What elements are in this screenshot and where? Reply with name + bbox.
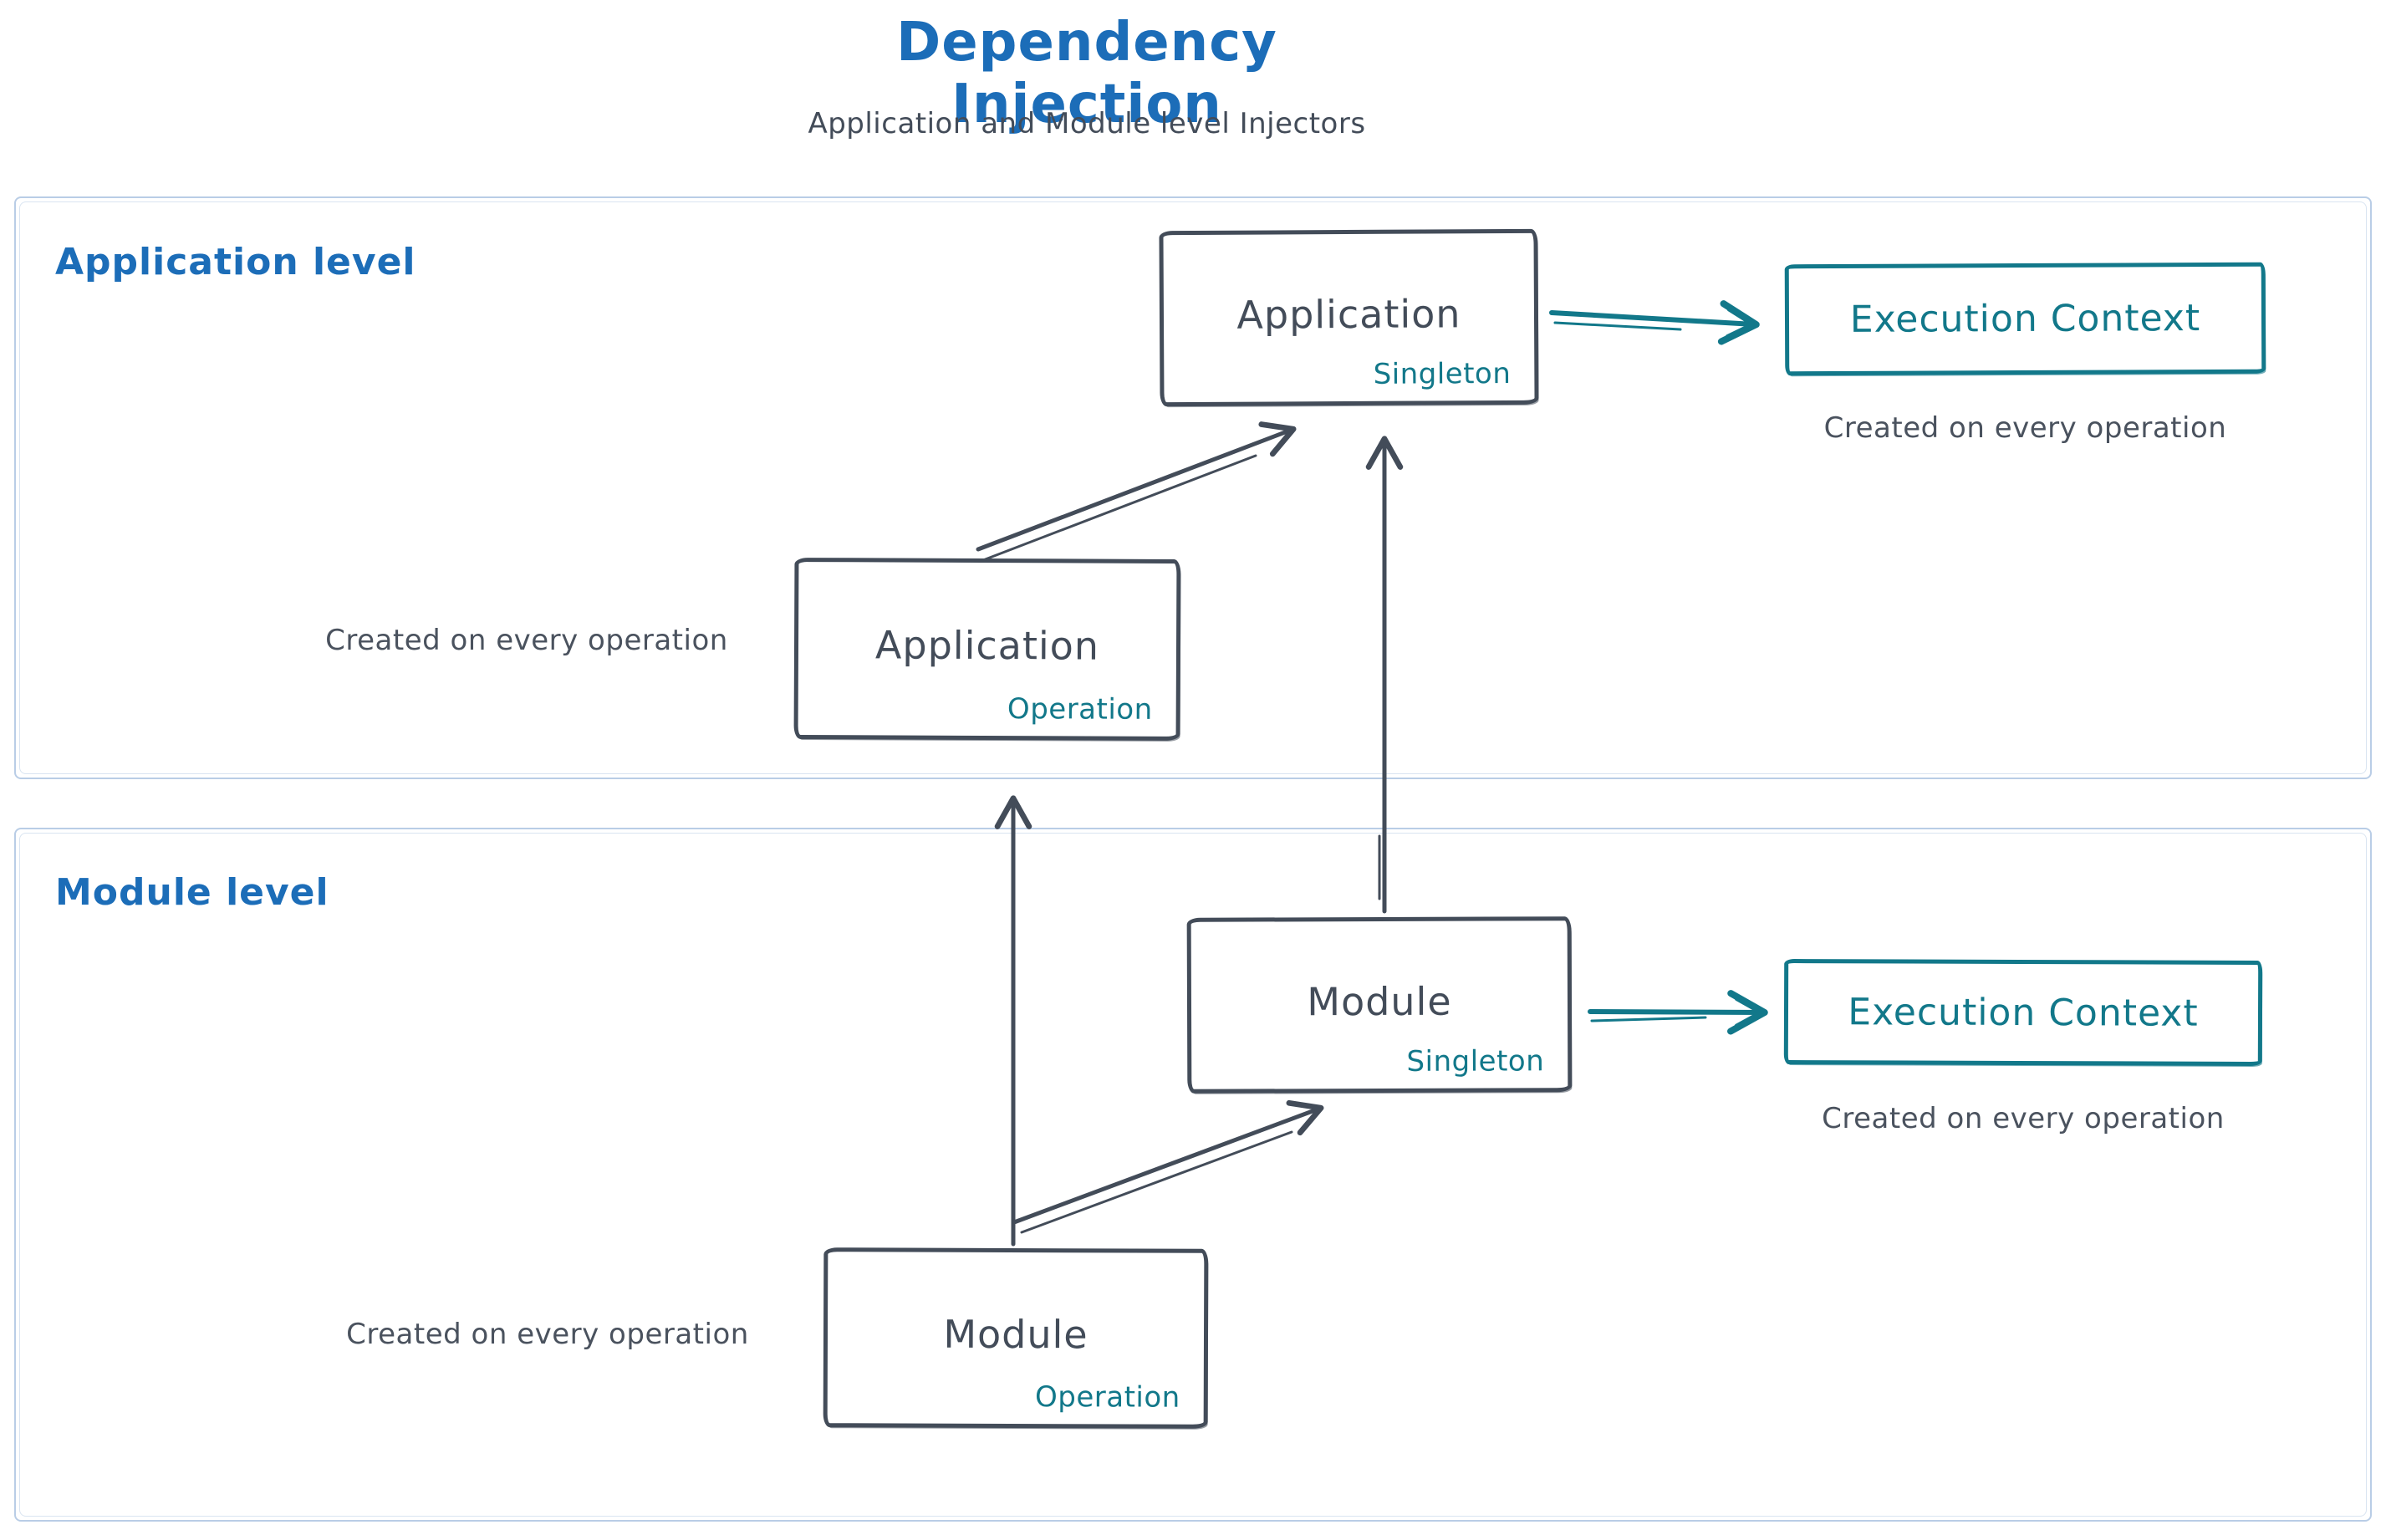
application-execution-context-box: Execution Context [1784, 262, 2266, 376]
module-singleton-title: Module [1307, 978, 1452, 1025]
application-operation-note: Created on every operation [325, 624, 728, 657]
module-level-label: Module level [55, 871, 329, 914]
module-execution-context-note: Created on every operation [1822, 1102, 2225, 1135]
module-operation-title: Module [943, 1312, 1088, 1358]
module-execution-context-label: Execution Context [1848, 990, 2199, 1035]
module-singleton-box: Module Singleton [1186, 916, 1573, 1094]
application-execution-context-label: Execution Context [1849, 297, 2201, 341]
module-operation-scope: Operation [1034, 1380, 1180, 1415]
application-singleton-scope: Singleton [1373, 356, 1512, 391]
module-operation-note: Created on every operation [346, 1318, 749, 1351]
application-singleton-box: Application Singleton [1159, 228, 1539, 407]
application-singleton-title: Application [1236, 291, 1461, 338]
application-level-label: Application level [55, 241, 416, 283]
module-operation-box: Module Operation [823, 1247, 1209, 1429]
page-title: Dependency Injection [896, 12, 1277, 135]
application-operation-box: Application Operation [793, 557, 1181, 742]
application-execution-context-note: Created on every operation [1823, 411, 2227, 445]
module-execution-context-box: Execution Context [1783, 959, 2263, 1066]
application-operation-scope: Operation [1007, 692, 1153, 727]
page-subtitle: Application and Module level Injectors [808, 107, 1366, 140]
application-operation-title: Application [874, 622, 1100, 669]
module-singleton-scope: Singleton [1406, 1044, 1545, 1079]
